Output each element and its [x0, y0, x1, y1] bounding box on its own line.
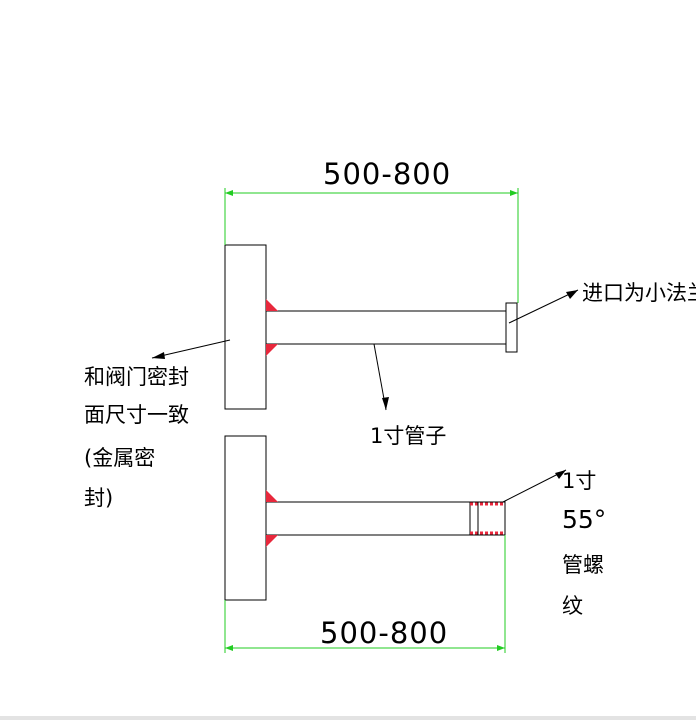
sealing-face-label-line4: 封)	[84, 486, 113, 510]
thread-label-line4: 纹	[562, 594, 583, 618]
small-flange	[505, 302, 518, 353]
bottom-dim-arrow-left	[225, 645, 233, 651]
top-lower-weld	[266, 344, 278, 356]
bottom-dimension-text: 500-800	[320, 616, 448, 650]
sealing-face-label-line1: 和阀门密封	[84, 365, 189, 389]
bottom-border	[0, 716, 696, 720]
pipe-label: 1寸管子	[370, 424, 446, 448]
inlet-leader-arrow	[566, 290, 578, 299]
bottom-dim-arrow-right	[497, 645, 505, 651]
thread-leader-arrow	[555, 470, 566, 479]
top-upper-weld	[266, 299, 278, 311]
threaded-end	[469, 501, 506, 536]
thread-label-line2: 55°	[562, 505, 606, 534]
top-sealing-block	[224, 244, 267, 410]
bottom-upper-weld	[266, 490, 278, 502]
sealing-face-label-line2: 面尺寸一致	[84, 403, 189, 427]
bottom-dimension	[224, 535, 506, 653]
thread-leader-line	[502, 469, 567, 503]
sealing-leader-line	[151, 339, 231, 359]
bottom-sealing-block	[224, 435, 267, 601]
inlet-flange-label: 进口为小法兰	[582, 281, 696, 305]
top-dim-arrow-left	[225, 190, 233, 196]
top-dim-arrow-right	[510, 190, 518, 196]
thread-label-line1: 1寸	[562, 469, 596, 493]
top-assembly	[224, 244, 518, 410]
sealing-face-label-line3: (金属密	[84, 446, 155, 470]
top-dimension	[224, 188, 519, 303]
top-dimension-text: 500-800	[323, 157, 451, 191]
inlet-leader-line	[508, 289, 579, 324]
bottom-lower-weld	[266, 535, 278, 547]
thread-label-line3: 管螺	[562, 553, 604, 577]
top-pipe	[265, 310, 507, 345]
pipe-leader-arrow	[382, 397, 389, 410]
sealing-leader-arrow	[152, 352, 165, 359]
bottom-assembly	[224, 435, 506, 601]
bottom-pipe	[265, 501, 506, 536]
